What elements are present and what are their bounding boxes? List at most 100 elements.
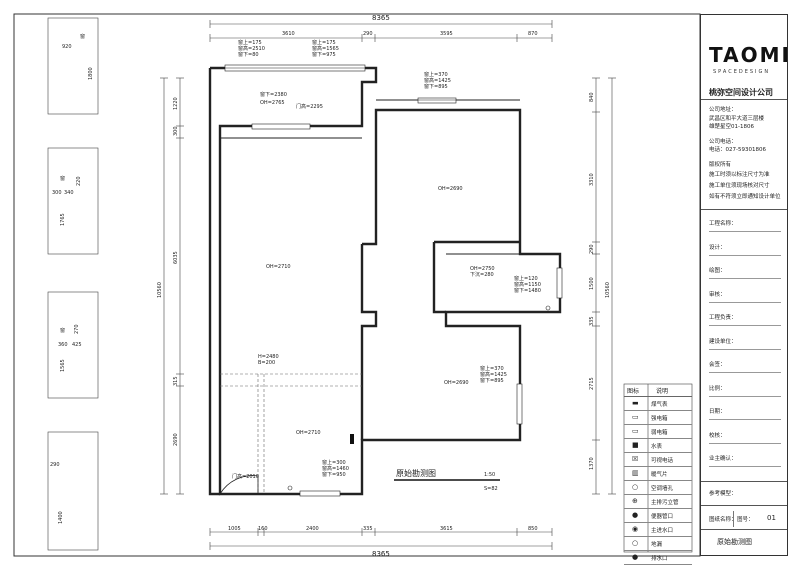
legend-header-icon: 图标 [627, 388, 640, 395]
dim-right-0: 10560 [605, 282, 611, 298]
legend-label: 空调墙孔 [651, 486, 674, 492]
legend-label: 主排污立管 [651, 500, 679, 506]
room-label-1: OH=2690 [438, 186, 463, 192]
windows [224, 64, 563, 497]
title-field-label: 比例： [709, 385, 726, 392]
ann-bot-2: 窗下=950 [322, 471, 346, 478]
dv0-dim1: 1800 [88, 67, 94, 80]
dim-right-5: 335 [589, 316, 595, 326]
divider [701, 529, 787, 530]
phone-label: 公司电话： [709, 139, 737, 145]
left-dimension-lines [160, 77, 184, 495]
legend-label: 排水口 [651, 556, 668, 562]
ann-bw2-2: 窗下=975 [312, 51, 336, 58]
legend-symbol-icon: ○ [632, 539, 639, 547]
ann-bm-1: OH=2765 [260, 100, 285, 106]
dv0-dim0: 920 [62, 44, 72, 50]
top-segment-dimension-line [209, 34, 553, 42]
dv2-tag: 窗 [60, 327, 65, 334]
ann-beam-1: B=200 [258, 360, 275, 366]
dim-left-5: 2690 [173, 433, 179, 446]
drain-symbol-2 [545, 305, 551, 311]
title-field-line [709, 254, 781, 256]
dv3-dim1: 1400 [58, 511, 64, 524]
title-field-line [709, 395, 781, 397]
company-logo: TAOMI [709, 43, 791, 67]
detail-view-frames [47, 17, 99, 551]
legend-label: 弱电箱 [651, 430, 668, 436]
legend-symbol-icon: ● [632, 553, 639, 561]
ann-trw-1: 窗高=1425 [424, 77, 451, 84]
dim-left-2: 300 [173, 126, 179, 136]
title-field-label: 审核： [709, 291, 726, 298]
legend-row: ■ 水表 [624, 439, 692, 453]
legend-row: ○空调墙孔 [624, 481, 692, 495]
legend-row: ▭强电箱 [624, 411, 692, 425]
reference-model-label: 参考模型： [709, 491, 737, 497]
legend-header: 图标 说明 [624, 384, 692, 397]
dv1-dim0: 300 [52, 190, 62, 196]
divider [701, 209, 787, 210]
ann-lrw-0: 窗上=370 [480, 365, 504, 372]
address-line-1: 武昌区和平大道三层楼 [709, 116, 765, 122]
title-field-line [709, 419, 781, 420]
ann-lrw-2: 窗下=895 [480, 377, 504, 384]
legend-row: ▬ 煤气表 [624, 397, 692, 411]
legend-symbol-icon: ☒ [632, 455, 639, 463]
ann-bm-0: 窗下=2380 [260, 91, 287, 98]
drain-symbol [287, 485, 293, 491]
dim-left-3: 6035 [173, 251, 179, 264]
beam-lines [220, 373, 362, 494]
drawing-scale: 1:50 [484, 472, 495, 478]
dim-top-1: 290 [363, 31, 373, 37]
dim-bottom-3: 335 [363, 526, 373, 532]
dv0-tag: 窗 [80, 33, 85, 40]
legend-row: ☒ 可视电话 [624, 453, 692, 467]
dim-total-top: 8365 [372, 14, 390, 22]
dim-bottom-5: 850 [528, 526, 538, 532]
top-total-dimension [209, 20, 553, 28]
dim-left-4: 315 [173, 376, 179, 386]
ann-trw-0: 窗上=370 [424, 71, 448, 78]
legend-label: 可视电话 [651, 458, 674, 464]
dv1-dim3: 1765 [60, 213, 66, 226]
legend-symbol-icon: ◉ [632, 525, 639, 533]
dim-top-0: 3610 [282, 31, 295, 37]
note-1: 施工时须以标注尺寸为准 [709, 172, 770, 178]
legend-table: 图标 说明 ▬煤气表▭强电箱▭弱电箱■水表☒可视电话▥暖气片○空调墙孔⊕主排污立… [624, 384, 692, 565]
dim-top-3: 870 [528, 31, 538, 37]
dv2-dim3: 1565 [60, 359, 66, 372]
legend-row: ▥暖气片 [624, 467, 692, 481]
ann-bw-2: 窗下=80 [238, 51, 259, 58]
title-field-label: 绘图： [709, 268, 726, 274]
dim-left-1: 1220 [173, 97, 179, 110]
room-label-0: OH=2710 [266, 264, 291, 270]
legend-rows: ▬煤气表▭强电箱▭弱电箱■水表☒可视电话▥暖气片○空调墙孔⊕主排污立管●便器管口… [624, 397, 692, 565]
dim-total-bottom: 8365 [372, 550, 390, 558]
legend-symbol-icon: ■ [632, 441, 639, 449]
legend-row: ● 排水口 [624, 551, 692, 565]
legend-label: 水表 [651, 444, 663, 450]
dv2-dim2: 270 [74, 324, 80, 334]
dim-right-6: 2715 [589, 377, 595, 390]
dim-top-2: 3595 [440, 31, 453, 37]
dim-bottom-2: 2400 [306, 526, 319, 532]
title-field-line [709, 231, 781, 232]
room-label-2: OH=2690 [444, 380, 469, 386]
legend-symbol-icon: ▬ [632, 399, 639, 407]
company-name: 桃弥空间设计公司 [709, 88, 773, 97]
right-dimension-lines [592, 77, 616, 495]
legend-label: 煤气表 [651, 402, 668, 408]
ann-bw2-0: 窗上=175 [312, 39, 336, 46]
ann-mr-0: OH=2750 [470, 266, 495, 272]
title-field-line [709, 325, 781, 326]
drawing-title: 原始勘测图 [396, 468, 436, 478]
dv1-dim1: 340 [64, 190, 74, 196]
sheet-name-label: 图纸名称： [709, 517, 737, 523]
dv1-dim2: 220 [76, 176, 82, 186]
dim-left-0: 10560 [157, 282, 163, 298]
dim-right-4: 1500 [589, 277, 595, 290]
title-field-line [709, 301, 781, 303]
title-field-label: 工程负责： [709, 315, 737, 321]
